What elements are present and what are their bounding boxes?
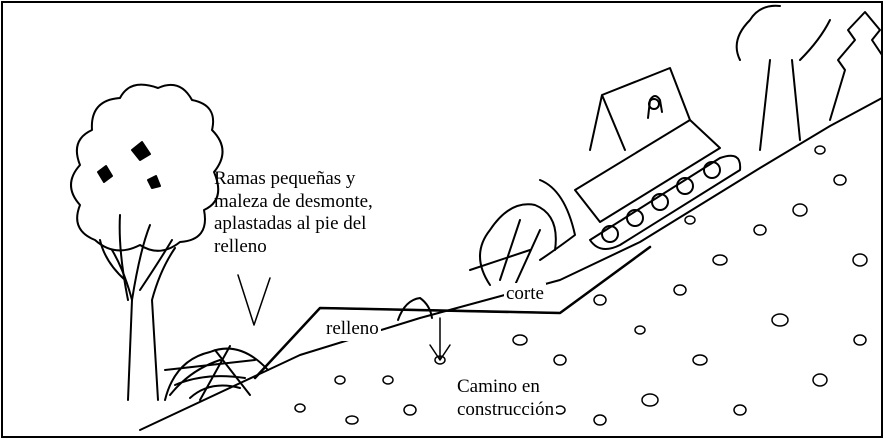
label-ramas: Ramas pequeñas y maleza de desmonte, apl… [214,168,373,258]
bulldozer [469,67,742,286]
label-ramas-line3: aplastadas al pie del [214,213,367,234]
pointer-arrow [237,274,271,326]
tree-left-canopy [70,83,224,252]
bulldozer-pushed-brush [469,203,557,286]
soil-rocks [294,145,868,426]
tree-left-shading [97,141,161,189]
label-relleno: relleno [324,318,381,341]
tree-left-trunk [111,247,176,401]
brush-pile-left [164,345,269,401]
conifer-right [829,11,883,121]
label-camino-line2: construcción [457,398,555,420]
label-ramas-line4: relleno [214,235,267,257]
fill-slope [253,245,652,380]
hillside-surface [139,97,883,431]
label-ramas-line2: maleza de desmonte, [214,190,373,212]
bulldozer-blade [539,179,576,261]
bulldozer-cab [589,67,691,151]
road-marker [429,317,451,361]
label-ramas-line1: Ramas pequeñas y [214,168,356,189]
bulldozer-body [574,119,721,223]
tree-left [70,83,224,401]
tree-left-branches [99,214,173,301]
label-camino: Camino en construcción [455,376,557,421]
trees-right [735,4,883,151]
label-camino-line1: Camino en [457,376,540,397]
label-corte: corte [504,283,546,306]
bulldozer-tracks [589,154,742,250]
road-bench [319,307,561,314]
brush-shoulder [397,297,433,321]
tree-right-trunk [759,59,801,151]
tree-right-canopy [735,4,831,61]
